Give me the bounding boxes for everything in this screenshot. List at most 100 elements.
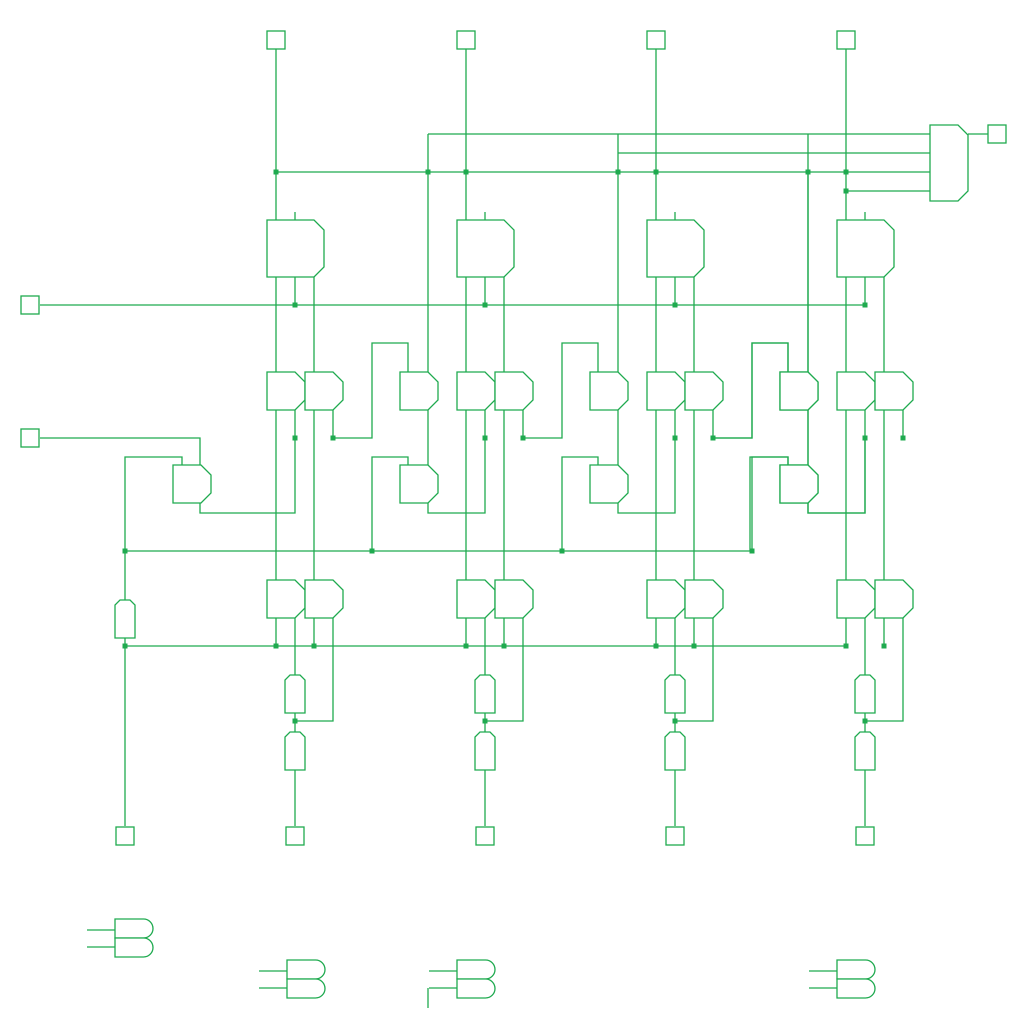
- wire: [124, 456, 183, 551]
- junction-dot: [862, 718, 868, 724]
- bottom-output-pin: [115, 826, 135, 846]
- junction-dot: [672, 718, 678, 724]
- wire: [199, 438, 296, 514]
- junction-dot: [425, 169, 431, 175]
- logic-gate: [684, 371, 724, 411]
- wire: [333, 342, 409, 439]
- junction-dot: [559, 548, 565, 554]
- logic-gate: [399, 464, 439, 504]
- pin-layer: [20, 30, 1007, 846]
- top-input-pin: [646, 30, 666, 50]
- logic-gate: [646, 579, 686, 619]
- logic-gate: [589, 371, 629, 411]
- left-input-pin: [20, 428, 40, 448]
- wire: [427, 438, 486, 514]
- bottom-output-pin: [665, 826, 685, 846]
- register-block: [266, 219, 325, 278]
- junction-dot: [482, 718, 488, 724]
- junction-dot: [672, 302, 678, 308]
- wire: [749, 456, 789, 551]
- logic-gate: [494, 371, 534, 411]
- top-input-pin: [836, 30, 856, 50]
- junction-dot: [900, 435, 906, 441]
- buffer-gate: [664, 674, 686, 714]
- left-input-pin: [20, 295, 40, 315]
- and-gate-pair: [836, 978, 876, 999]
- wire: [295, 618, 334, 722]
- and-gate-pair: [114, 918, 154, 939]
- junction-dot: [273, 643, 279, 649]
- junction-dot: [520, 435, 526, 441]
- junction-dot: [463, 643, 469, 649]
- right-output-pin: [987, 124, 1007, 144]
- wire: [371, 456, 409, 551]
- and-gate-pair: [286, 959, 326, 980]
- logic-gate: [266, 579, 306, 619]
- logic-gate: [836, 579, 876, 619]
- junction-dot: [653, 169, 659, 175]
- wire: [485, 618, 524, 722]
- logic-gate: [646, 371, 686, 411]
- buffer-gate: [284, 731, 306, 771]
- output-gate: [929, 124, 969, 202]
- logic-gate: [589, 464, 629, 504]
- top-input-pin: [456, 30, 476, 50]
- junction-dot: [805, 169, 811, 175]
- bottom-output-pin: [475, 826, 495, 846]
- logic-gate: [779, 464, 819, 504]
- junction-dot: [463, 169, 469, 175]
- wire: [865, 618, 904, 722]
- wire: [807, 438, 866, 514]
- junction-dot: [862, 435, 868, 441]
- junction-dot: [330, 435, 336, 441]
- junction-dot: [672, 435, 678, 441]
- logic-gate: [399, 371, 439, 411]
- junction-layer: [122, 169, 906, 724]
- junction-dot: [615, 169, 621, 175]
- junction-dot: [843, 643, 849, 649]
- logic-gate: [304, 579, 344, 619]
- logic-gate: [172, 464, 212, 504]
- junction-dot: [482, 435, 488, 441]
- junction-dot: [843, 188, 849, 194]
- and-gate-pair: [456, 959, 496, 980]
- junction-dot: [273, 169, 279, 175]
- wire-layer: [40, 49, 988, 1008]
- logic-gate: [304, 371, 344, 411]
- junction-dot: [881, 643, 887, 649]
- logic-gate: [874, 579, 914, 619]
- and-gate-pair: [286, 978, 326, 999]
- top-input-pin: [266, 30, 286, 50]
- wire: [561, 456, 599, 551]
- wire: [40, 437, 201, 465]
- junction-dot: [482, 302, 488, 308]
- register-block: [646, 219, 705, 278]
- logic-gate: [874, 371, 914, 411]
- junction-dot: [292, 435, 298, 441]
- junction-dot: [122, 643, 128, 649]
- junction-dot: [653, 643, 659, 649]
- junction-dot: [843, 169, 849, 175]
- buffer-gate: [474, 731, 496, 771]
- logic-gate: [456, 371, 496, 411]
- buffer-gate: [284, 674, 306, 714]
- buffer-gate: [664, 731, 686, 771]
- and-gate-pair: [456, 978, 496, 999]
- wire: [713, 342, 789, 439]
- buffer-gate: [854, 674, 876, 714]
- logic-gate: [779, 371, 819, 411]
- buffer-gate: [474, 674, 496, 714]
- junction-dot: [292, 302, 298, 308]
- logic-gate: [494, 579, 534, 619]
- junction-dot: [369, 548, 375, 554]
- junction-dot: [710, 435, 716, 441]
- and-gate-pair: [114, 937, 154, 958]
- junction-dot: [311, 643, 317, 649]
- wire: [713, 342, 789, 439]
- register-block: [836, 219, 895, 278]
- junction-dot: [862, 302, 868, 308]
- wire: [523, 342, 599, 439]
- junction-dot: [691, 643, 697, 649]
- junction-dot: [292, 718, 298, 724]
